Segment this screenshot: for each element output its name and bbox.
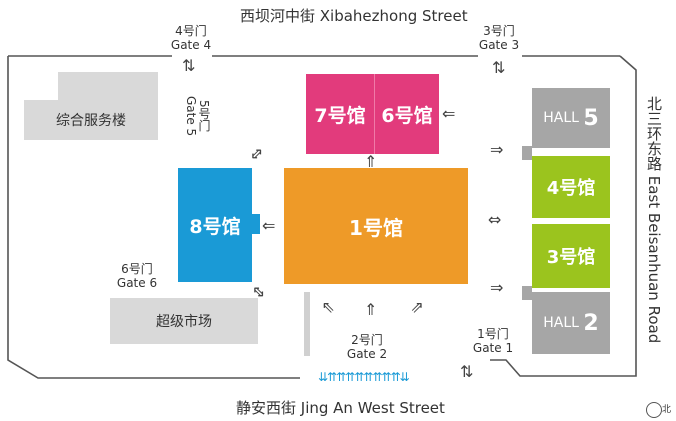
entrance-arrows-icon: ⇊⇈⇈⇈⇈⇈⇈⇈⇈⇊ bbox=[318, 370, 410, 384]
hall-4: 4号馆 bbox=[532, 156, 610, 218]
gate-4-arrow-icon: ⇅ bbox=[182, 56, 196, 75]
service-building: 综合服务楼 bbox=[24, 100, 158, 140]
compass-label: 北 bbox=[662, 405, 672, 415]
hall-5-arrow-icon: ⇒ bbox=[490, 140, 504, 159]
north-street-label: 西坝河中街 Xibahezhong Street bbox=[240, 7, 468, 25]
hall-3: 3号馆 bbox=[532, 224, 610, 288]
hall-1-to-8-arrow-icon: ⇐ bbox=[262, 216, 276, 235]
gate-1-arrow-icon: ⇅ bbox=[460, 362, 474, 381]
service-building-upper bbox=[58, 72, 158, 102]
hall-4-3-arrow-icon: ⇔ bbox=[488, 210, 502, 229]
gate-3-label: 3号门 Gate 3 bbox=[478, 24, 520, 52]
gate-2-label: 2号门 Gate 2 bbox=[346, 333, 388, 361]
hall-2-arrow-icon: ⇒ bbox=[490, 278, 504, 297]
gate-4-label: 4号门 Gate 4 bbox=[170, 24, 212, 52]
hall-1: 1号馆 bbox=[284, 168, 468, 284]
supermarket-building: 超级市场 bbox=[110, 298, 258, 344]
hall-8: 8号馆 bbox=[178, 168, 252, 282]
hall-8-connector bbox=[252, 214, 260, 234]
hall-7: 7号馆 bbox=[306, 74, 374, 154]
hall-6-arrow-icon: ⇐ bbox=[442, 104, 456, 123]
hall-2: HALL 2 bbox=[532, 292, 610, 354]
gate-1-label: 1号门 Gate 1 bbox=[472, 327, 514, 355]
gate-5-label: 5号门 Gate 5 bbox=[184, 96, 211, 137]
gate-3-arrow-icon: ⇅ bbox=[492, 58, 506, 77]
hall-1-to-7-arrow-icon: ⇑ bbox=[364, 152, 378, 171]
boundary-west bbox=[7, 56, 300, 379]
hall-5-connector bbox=[522, 146, 532, 160]
south-street-label: 静安西街 Jing An West Street bbox=[236, 399, 445, 417]
hall-5: HALL 5 bbox=[532, 88, 610, 148]
east-street-label: 北三环东路 East Beisanhuan Road bbox=[645, 96, 663, 344]
gate-6-label: 6号门 Gate 6 bbox=[116, 262, 158, 290]
hall-2-connector bbox=[522, 286, 532, 300]
compass-icon bbox=[646, 402, 662, 418]
gate-2-center-arrow-icon: ⇑ bbox=[364, 300, 378, 319]
hall-6: 6号馆 bbox=[374, 74, 439, 154]
